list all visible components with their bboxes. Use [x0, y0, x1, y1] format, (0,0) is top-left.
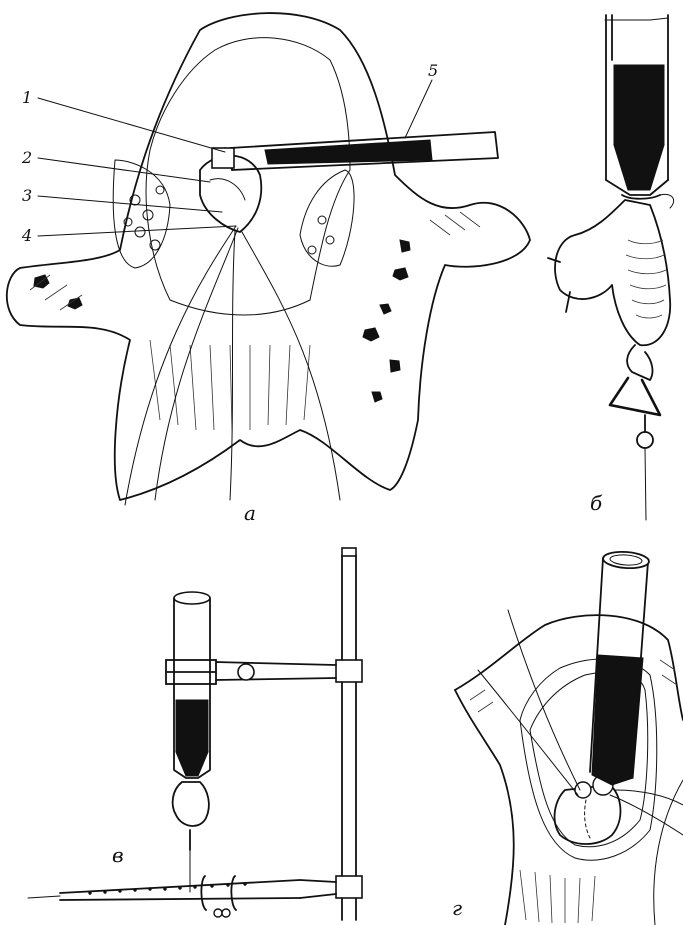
belly-hatching: [30, 212, 480, 430]
callout-5-label: 5: [428, 61, 438, 80]
panel-b-isolated-heart-illustration: б: [548, 15, 674, 520]
in-situ-tube: [590, 550, 650, 785]
callout-2-label: 2: [21, 148, 32, 167]
panel-v-apparatus-illustration: в: [28, 548, 362, 920]
panel-a-label: а: [244, 501, 256, 525]
in-situ-threads: [478, 610, 683, 835]
apparatus-heart: [173, 782, 209, 826]
callout-3-label: 3: [22, 186, 32, 205]
panel-g-in-situ-cannula-illustration: г: [452, 550, 683, 925]
heart-clip: [610, 345, 660, 520]
cannula-tube: [212, 132, 498, 170]
panel-b-label: б: [590, 491, 603, 515]
panel-g-label: г: [452, 896, 462, 920]
skin-spot-marks: [34, 240, 410, 402]
panel-v-label: в: [112, 843, 124, 867]
callout-1-label: 1: [22, 88, 32, 107]
isolated-heart: [555, 200, 670, 345]
callout-4-label: 4: [21, 226, 32, 245]
panel-a-dissection-illustration: 1 2 3 4 5 а: [7, 13, 530, 525]
